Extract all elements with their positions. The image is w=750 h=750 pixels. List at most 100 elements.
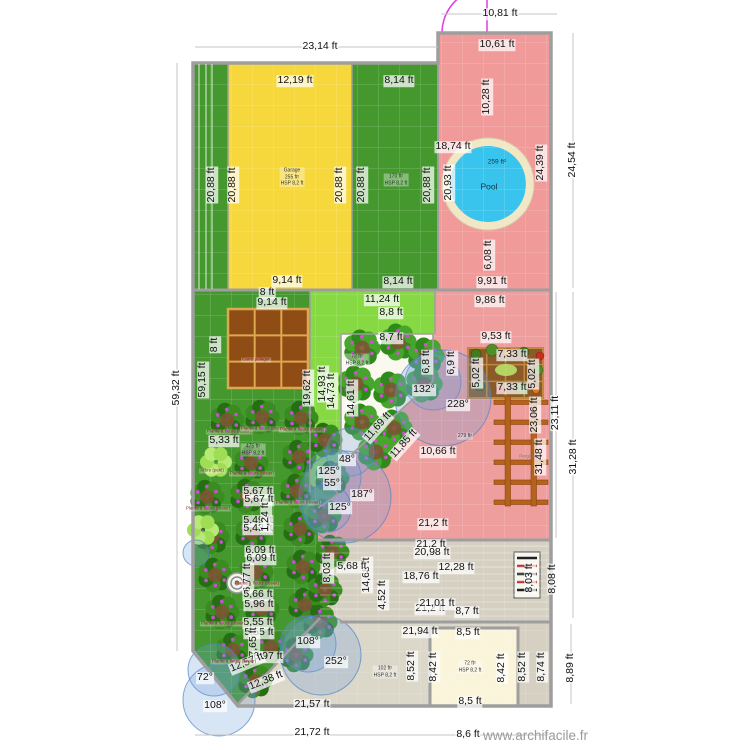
dim-label[interactable]: 6,08 ft <box>482 239 495 271</box>
tree[interactable] <box>373 371 410 409</box>
dim-label[interactable]: 12,19 ft <box>276 74 314 87</box>
angle-label[interactable]: 72° <box>196 671 214 684</box>
dim-label[interactable]: 8,14 ft <box>382 275 414 288</box>
dim-label[interactable]: 5,68 ft <box>336 560 368 573</box>
dim-label[interactable]: 5,43 ft <box>242 522 274 535</box>
dim-label[interactable]: 14,61 ft <box>345 379 358 417</box>
dim-label[interactable]: 7,33 ft <box>496 381 528 394</box>
angle-label[interactable]: 48° <box>338 453 356 466</box>
angle-label[interactable]: 132° <box>412 383 436 396</box>
dim-label[interactable]: 7,33 ft <box>496 348 528 361</box>
dim-label[interactable]: 23,11 ft <box>549 394 562 432</box>
dim-label[interactable]: 31,28 ft <box>567 438 580 476</box>
dim-label[interactable]: 8,03 ft <box>523 562 536 594</box>
tree[interactable] <box>308 572 343 608</box>
dim-label[interactable]: 20,88 ft <box>355 166 368 204</box>
wall[interactable] <box>191 31 553 708</box>
dim-label[interactable]: 8 ft <box>208 336 221 354</box>
dim-label[interactable]: 6,8 ft <box>420 349 433 375</box>
dim-label[interactable]: 8,52 ft <box>516 651 529 683</box>
angle-label[interactable]: 108° <box>296 635 320 648</box>
dim-label[interactable]: 10,61 ft <box>478 38 516 51</box>
dim-label[interactable]: 8,14 ft <box>383 74 415 87</box>
dim-label[interactable]: 9,91 ft <box>476 275 508 288</box>
dim-label[interactable]: 8,74 ft <box>535 651 548 683</box>
dim-label[interactable]: 21,57 ft <box>293 698 331 711</box>
dim-label[interactable]: 21,01 ft <box>418 597 456 610</box>
dim-label[interactable]: 5,67 ft <box>242 485 274 498</box>
dim-label[interactable]: 21,94 ft <box>401 625 439 638</box>
dim-label[interactable]: 5,66 ft <box>242 588 274 601</box>
dim-label[interactable]: 5,02 ft <box>470 357 483 389</box>
dim-label[interactable]: 18,74 ft <box>434 140 472 153</box>
angle-label[interactable]: 125° <box>317 465 341 478</box>
dim-label[interactable]: 10,28 ft <box>480 78 493 116</box>
dim-label[interactable]: 10,66 ft <box>419 445 457 458</box>
dim-label[interactable]: 11,85 ft <box>387 426 421 462</box>
bush[interactable] <box>187 515 219 545</box>
dim-label[interactable]: 20,88 ft <box>333 166 346 204</box>
dim-label[interactable]: 9,14 ft <box>271 274 303 287</box>
dim-label[interactable]: 8,52 ft <box>405 650 418 682</box>
tree[interactable] <box>286 549 321 585</box>
dim-label[interactable]: 5,67 ft <box>243 493 275 506</box>
dim-label[interactable]: 18,76 ft <box>402 570 440 583</box>
dim-label[interactable]: 8,03 ft <box>321 552 334 584</box>
dim-label[interactable]: 31,48 ft <box>533 438 546 476</box>
dim-label[interactable]: 20,88 ft <box>205 166 218 204</box>
dim-label[interactable]: 8,42 ft <box>495 652 508 684</box>
dim-label[interactable]: 59,15 ft <box>196 361 209 399</box>
dim-label[interactable]: 4,52 ft <box>376 579 389 611</box>
dim-label[interactable]: 11,24 ft <box>363 293 401 306</box>
dim-label[interactable]: 6,09 ft <box>244 544 276 557</box>
tree[interactable] <box>205 594 240 630</box>
dim-label[interactable]: 8,89 ft <box>564 652 577 684</box>
dim-label[interactable]: 5,49 ft <box>242 514 274 527</box>
dim-label[interactable]: 24,54 ft <box>566 141 579 179</box>
dim-label[interactable]: 8,42 ft <box>427 651 440 683</box>
dim-label[interactable]: 11,69 ft <box>361 409 395 445</box>
tree[interactable] <box>245 399 280 435</box>
dim-label[interactable]: 8,7 ft <box>454 605 480 618</box>
dim-label[interactable]: 8,6 ft <box>455 728 481 741</box>
bush[interactable] <box>200 447 232 477</box>
dim-label[interactable]: 8 ft <box>258 286 276 299</box>
dim-label[interactable]: 59,32 ft <box>170 369 183 407</box>
dim-label[interactable]: 21,2 ft <box>417 517 449 530</box>
dim-label[interactable]: 8,7 ft <box>378 331 404 344</box>
dim-label[interactable]: 21,72 ft <box>293 726 331 739</box>
dim-label[interactable]: 6,97 ft <box>252 650 284 663</box>
dim-label[interactable]: 21,2 ft <box>415 538 447 551</box>
tree[interactable] <box>344 329 381 367</box>
dim-label[interactable]: 20,98 ft <box>413 546 451 559</box>
dim-label[interactable]: 1,24 ft <box>259 501 272 533</box>
tree[interactable] <box>280 473 315 509</box>
dim-label[interactable]: 8,8 ft <box>378 306 404 319</box>
dim-label[interactable]: 6,09 ft <box>245 552 277 565</box>
dim-label[interactable]: 24,39 ft <box>534 144 547 182</box>
dim-label[interactable]: 9,14 ft <box>256 296 288 309</box>
dim-label[interactable]: 19,62 ft <box>301 369 314 407</box>
dim-label[interactable]: 23,14 ft <box>301 40 339 53</box>
dim-label[interactable]: 10,81 ft <box>481 7 519 20</box>
dim-label[interactable]: 9,53 ft <box>480 330 512 343</box>
angle-label[interactable]: 108° <box>203 699 227 712</box>
dim-label[interactable]: 5,96 ft <box>243 598 275 611</box>
angle-label[interactable]: 55° <box>323 477 341 490</box>
dim-label[interactable]: 20,88 ft <box>226 166 239 204</box>
angle-label[interactable]: 228° <box>446 398 470 411</box>
dim-label[interactable]: 8,5 ft <box>457 695 483 708</box>
angle-label[interactable]: 125° <box>328 501 352 514</box>
dim-label[interactable]: 8,08 ft <box>546 563 559 595</box>
angle-label[interactable]: 187° <box>350 488 374 501</box>
raised-bed[interactable] <box>226 307 310 390</box>
tree[interactable] <box>234 445 269 481</box>
dim-label[interactable]: 9,86 ft <box>474 294 506 307</box>
dim-label[interactable]: 6,9 ft <box>445 350 458 376</box>
dim-label[interactable]: 5,55 ft <box>242 616 274 629</box>
dim-label[interactable]: 20,88 ft <box>421 166 434 204</box>
dim-label[interactable]: 5,33 ft <box>208 434 240 447</box>
tree[interactable] <box>282 439 317 475</box>
dim-label[interactable]: 12,28 ft <box>437 561 475 574</box>
dim-label[interactable]: 8,5 ft <box>455 626 481 639</box>
